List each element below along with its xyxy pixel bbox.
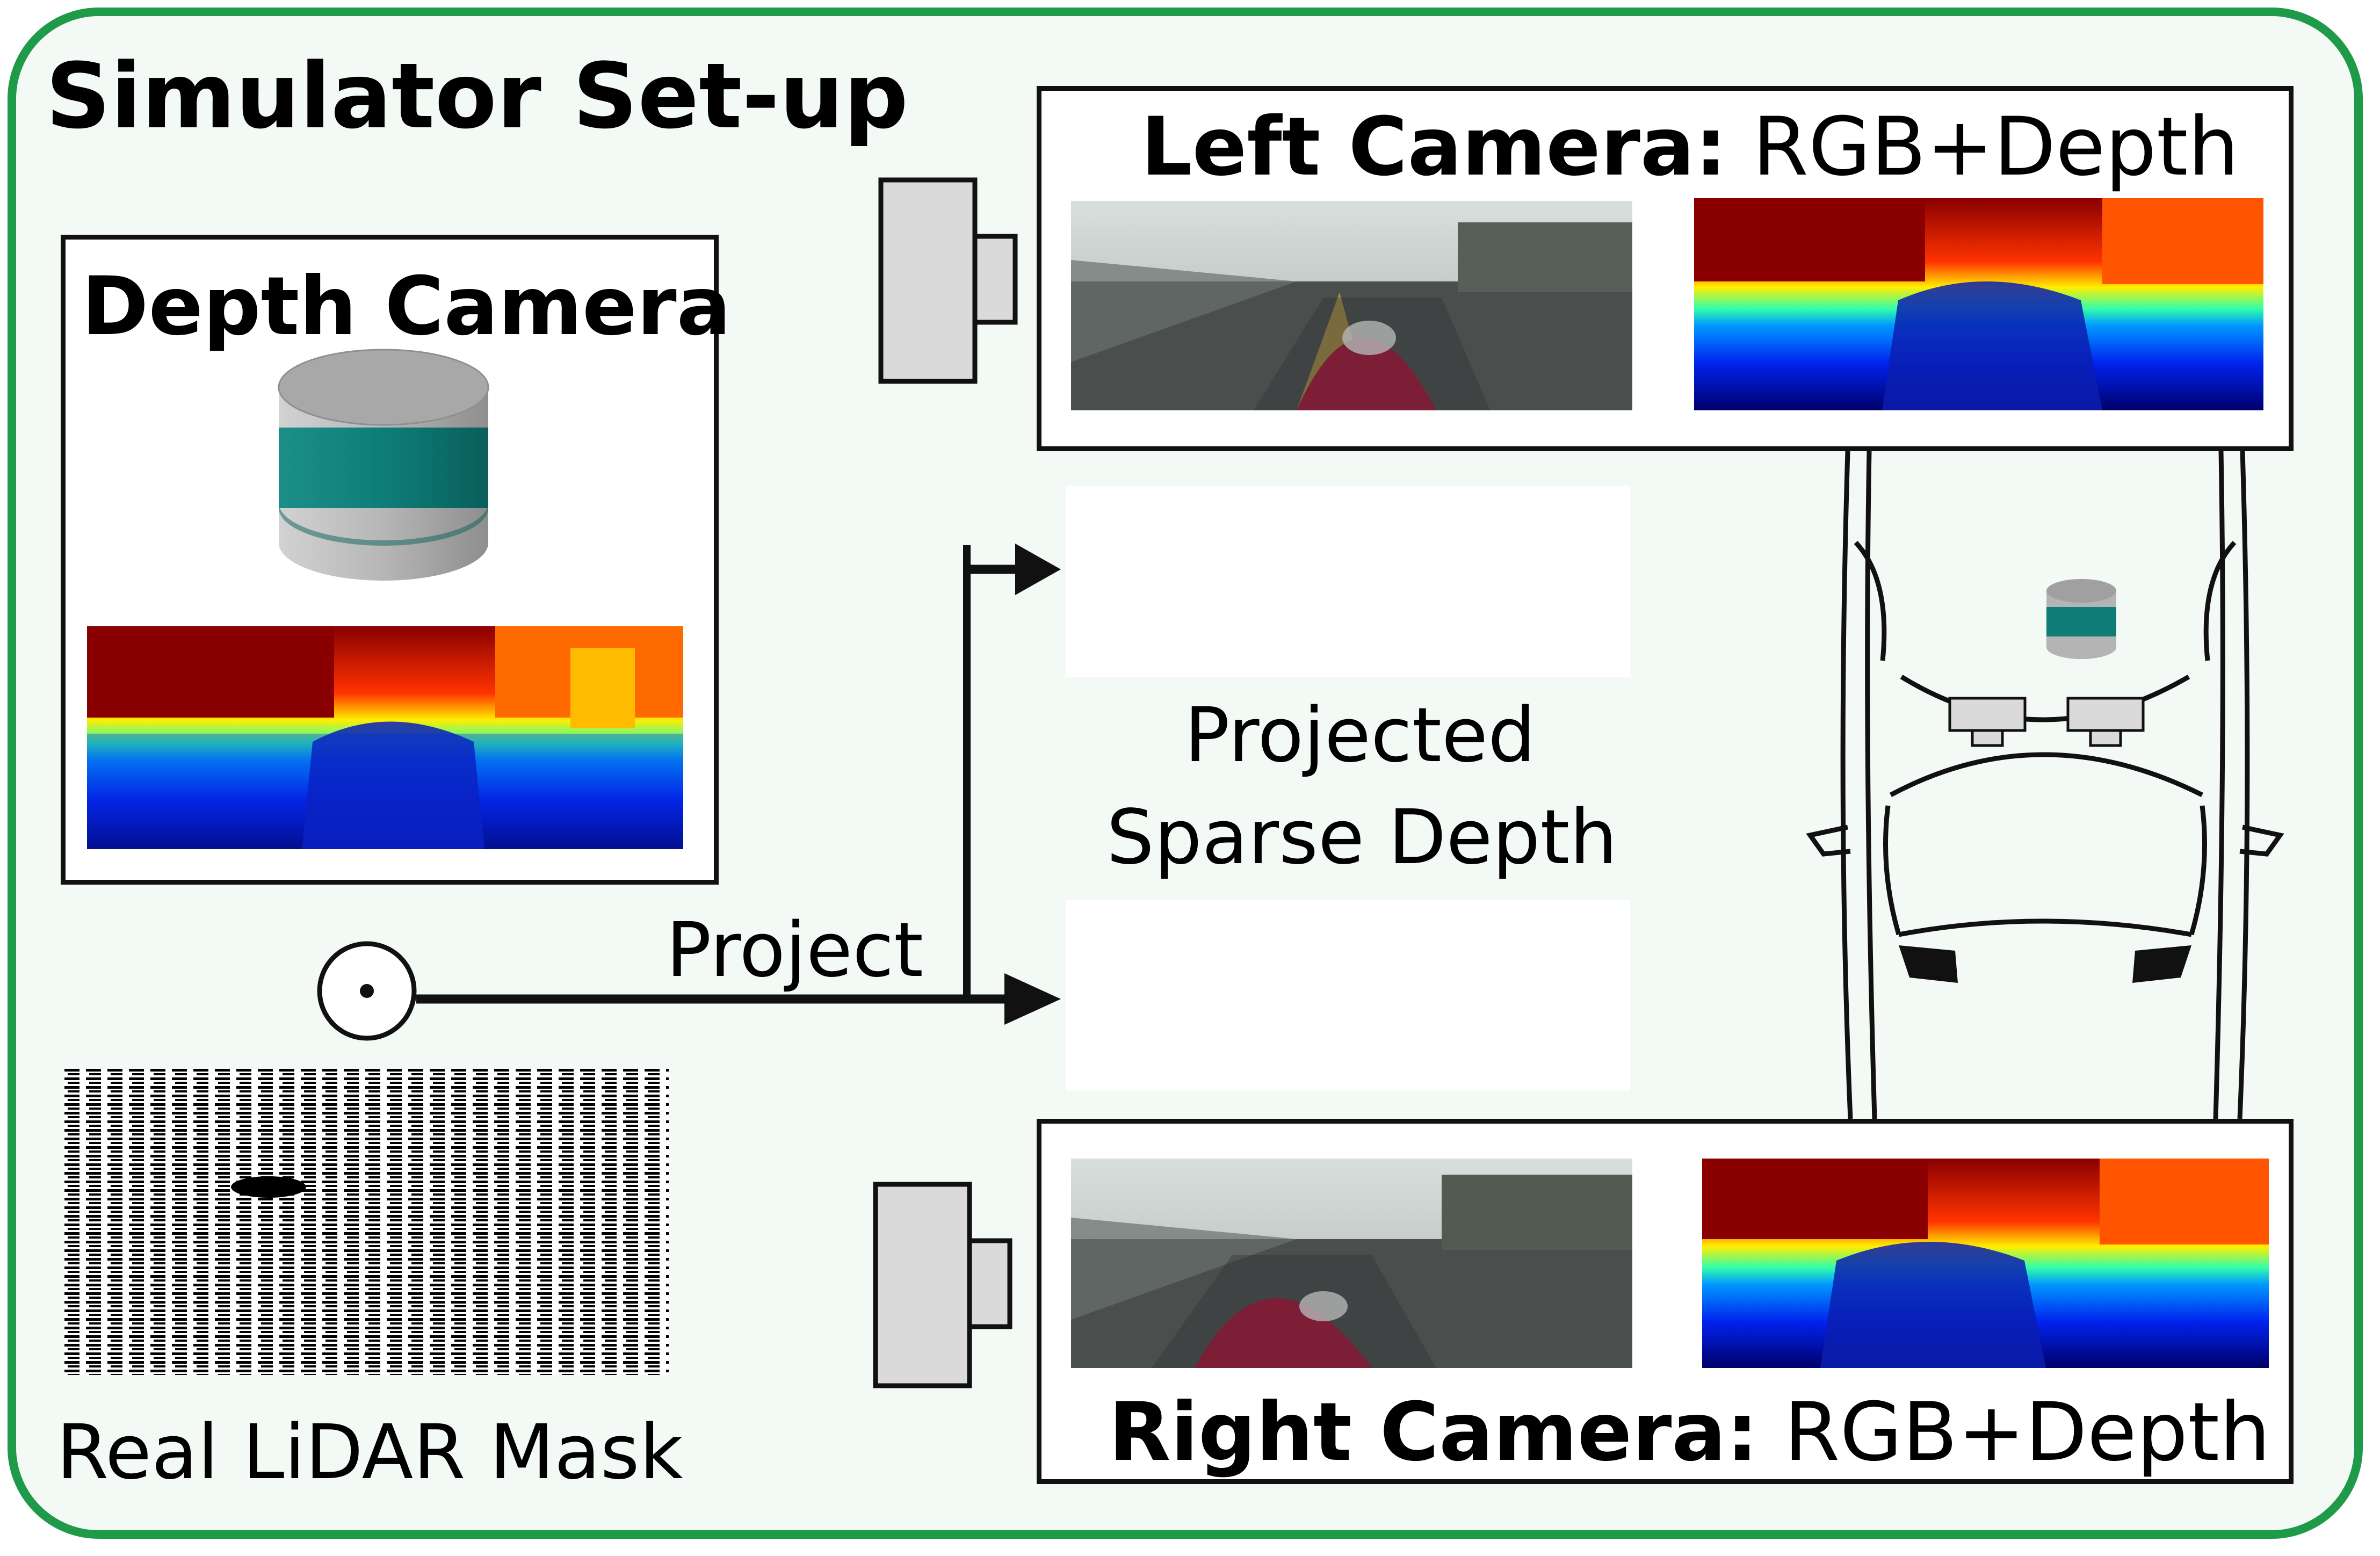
diagram-title: Simulator Set-up bbox=[46, 44, 909, 149]
project-label: Project bbox=[666, 907, 923, 994]
right-camera-rgb-image bbox=[1071, 1159, 1632, 1368]
left-camera-box: Left Camera: RGB+Depth bbox=[1037, 86, 2294, 451]
left-camera-label-rest: RGB+Depth bbox=[1727, 100, 2239, 194]
right-camera-label-rest: RGB+Depth bbox=[1758, 1386, 2271, 1479]
right-camera-label-bold: Right Camera: bbox=[1109, 1386, 1759, 1479]
left-camera-label: Left Camera: RGB+Depth bbox=[1141, 107, 2239, 187]
left-camera-depth-image bbox=[1694, 198, 2263, 410]
projected-label-line1: Projected bbox=[1184, 692, 1536, 779]
projected-sparse-depth-top bbox=[1066, 486, 1630, 677]
depth-sensor-icon bbox=[278, 349, 489, 581]
right-camera-depth-image bbox=[1702, 1159, 2269, 1368]
depth-camera-label: Depth Camera bbox=[82, 260, 731, 353]
real-lidar-mask-label: Real LiDAR Mask bbox=[56, 1409, 683, 1496]
depth-camera-depthmap bbox=[87, 626, 683, 849]
projected-label-line2: Sparse Depth bbox=[1106, 794, 1618, 881]
real-lidar-mask-image bbox=[64, 1069, 669, 1375]
projected-sparse-depth-bottom bbox=[1066, 900, 1630, 1090]
left-camera-label-bold: Left Camera: bbox=[1141, 100, 1727, 194]
right-camera-label: Right Camera: RGB+Depth bbox=[1109, 1392, 2270, 1473]
right-camera-box: Right Camera: RGB+Depth bbox=[1037, 1119, 2294, 1484]
depth-camera-box: Depth Camera bbox=[61, 235, 731, 885]
left-camera-rgb-image bbox=[1071, 201, 1632, 410]
